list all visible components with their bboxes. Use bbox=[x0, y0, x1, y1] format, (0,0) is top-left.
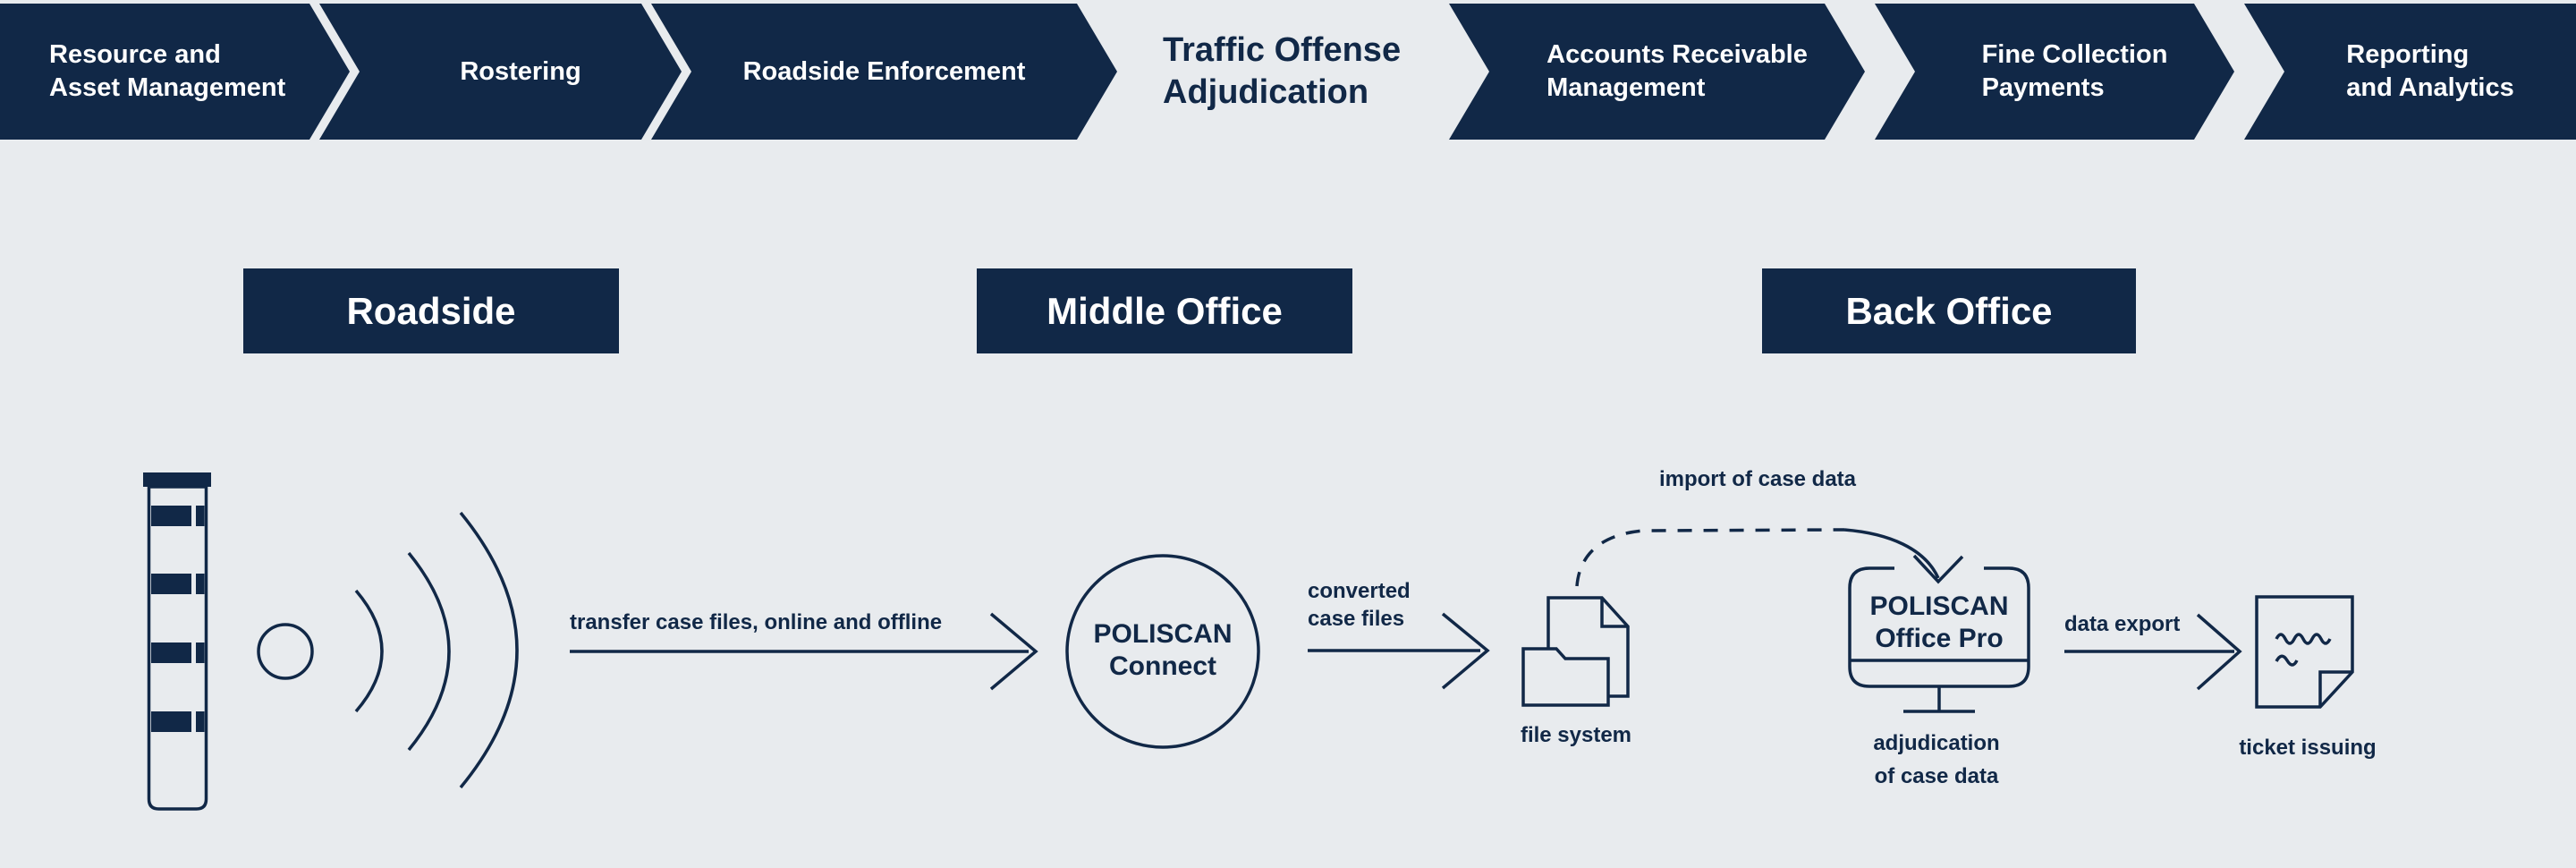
section-header-back-office: Back Office bbox=[1762, 268, 2136, 353]
ticket-document-icon bbox=[2255, 595, 2354, 709]
stage-chevron bbox=[1875, 4, 2234, 140]
section-label: Middle Office bbox=[1046, 289, 1283, 332]
data-export-label: data export bbox=[2064, 612, 2181, 636]
poliscan-office-pro-title: POLISCAN Office Pro bbox=[1869, 591, 2009, 653]
stage-accounts-receivable-management[interactable]: Accounts Receivable Management bbox=[1489, 4, 1865, 140]
radar-waves-icon bbox=[257, 511, 519, 789]
stage-resource-and-asset-management[interactable]: Resource and Asset Management bbox=[0, 4, 350, 140]
stage-label: Reporting and Analytics bbox=[2346, 40, 2514, 102]
stage-chevron bbox=[1449, 4, 1865, 140]
process-stage-bar bbox=[0, 4, 2576, 140]
stage-label: Accounts Receivable Management bbox=[1546, 40, 1808, 102]
stage-label: Roadside Enforcement bbox=[742, 56, 1026, 86]
stage-label: Resource and Asset Management bbox=[49, 40, 286, 102]
poliscan-connect-title: POLISCAN Connect bbox=[1093, 619, 1233, 681]
stage-chevron bbox=[2244, 4, 2576, 140]
stage-reporting-and-analytics[interactable]: Reporting and Analytics bbox=[2284, 4, 2576, 140]
stage-label: Rostering bbox=[460, 56, 581, 86]
section-label: Back Office bbox=[1845, 289, 2053, 332]
adjudication-label: adjudication of case data bbox=[1873, 731, 2000, 788]
import-curve-arrow bbox=[1575, 528, 1964, 587]
stage-chevron bbox=[651, 4, 1117, 140]
pillar-bands bbox=[151, 506, 205, 732]
stage-roadside-enforcement[interactable]: Roadside Enforcement bbox=[691, 4, 1077, 140]
import-label: import of case data bbox=[1658, 467, 1857, 491]
converted-label: converted case files bbox=[1308, 579, 1411, 631]
stage-chevron bbox=[0, 4, 350, 140]
ticket-issuing-label: ticket issuing bbox=[2239, 736, 2377, 760]
transfer-label: transfer case files, online and offline bbox=[570, 610, 943, 634]
stage-fine-collection-payments[interactable]: Fine Collection Payments bbox=[1915, 4, 2234, 140]
stage-rostering[interactable]: Rostering bbox=[360, 4, 682, 140]
file-system-icon bbox=[1521, 596, 1630, 707]
stage-chevron bbox=[319, 4, 682, 140]
speed-camera-pillar-icon bbox=[143, 472, 211, 811]
section-label: Roadside bbox=[346, 289, 516, 332]
section-header-roadside: Roadside bbox=[243, 268, 619, 353]
stage-label-active: Traffic Offense Adjudication bbox=[1163, 31, 1402, 111]
section-header-middle-office: Middle Office bbox=[977, 268, 1352, 353]
stage-label: Fine Collection Payments bbox=[1981, 40, 2168, 102]
stage-traffic-offense-adjudication[interactable]: Traffic Offense Adjudication bbox=[1163, 4, 1458, 140]
file-system-label: file system bbox=[1520, 723, 1632, 747]
